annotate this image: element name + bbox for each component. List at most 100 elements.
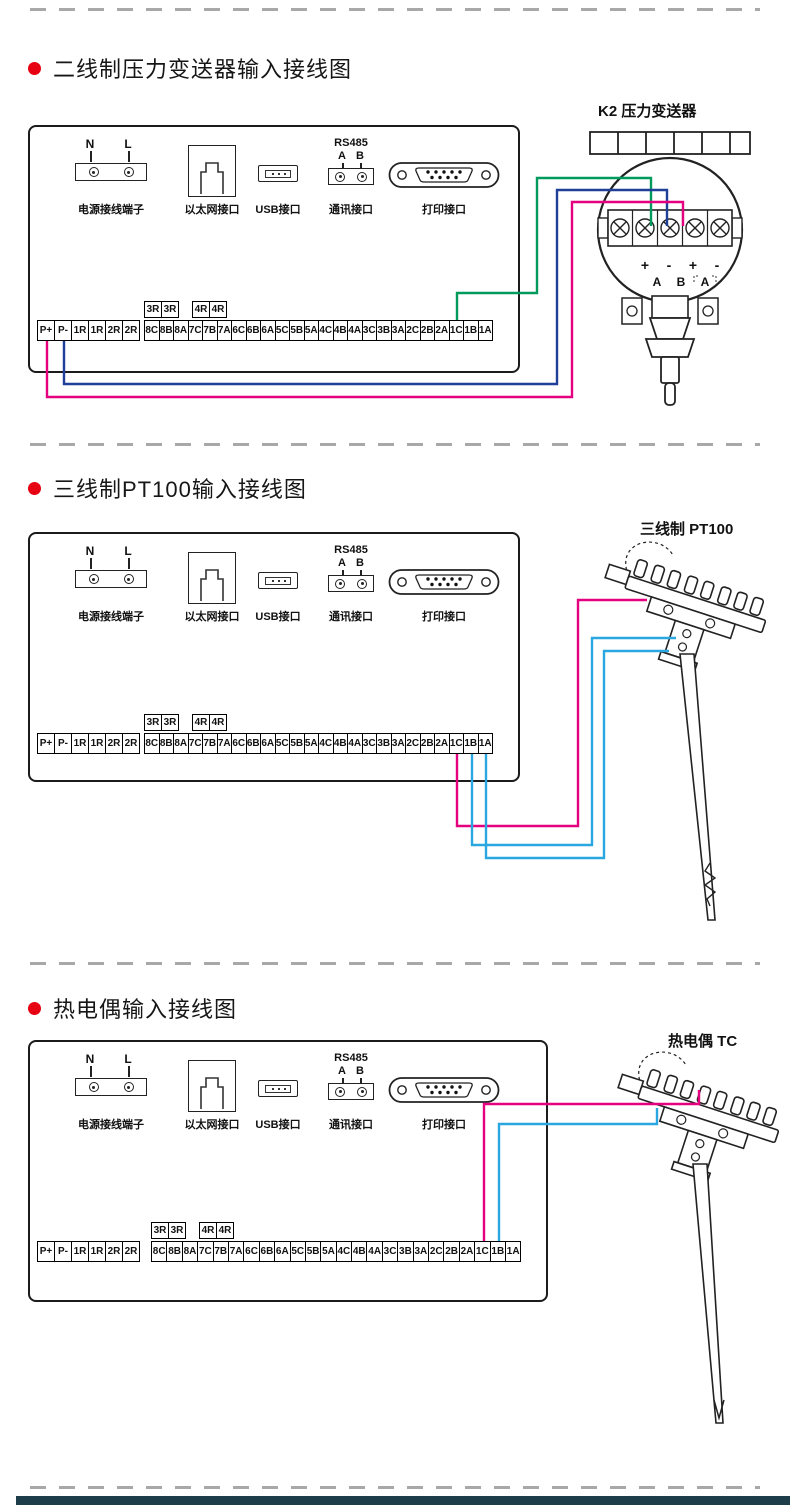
terminal-cell: 5A <box>303 320 319 341</box>
terminal-cell: 7B <box>202 320 218 341</box>
device-label-1: K2 压力变送器 <box>598 103 697 120</box>
printer-port: 打印接口 <box>386 1052 502 1132</box>
ethernet-port: 以太网接口 <box>185 137 240 217</box>
usb-icon <box>265 576 291 585</box>
bullet-icon <box>28 61 41 75</box>
terminal-cell: 2R <box>105 320 123 341</box>
ethernet-port-label: 以太网接口 <box>184 204 240 216</box>
terminal-cell: 3R <box>144 301 162 318</box>
terminal-sign: - <box>667 257 672 273</box>
screw-icon <box>357 578 367 589</box>
terminal-cell: 7B <box>212 1241 229 1262</box>
terminal-cell: 5B <box>289 733 305 754</box>
ethernet-jack <box>188 1060 236 1112</box>
screw-icon <box>123 1082 134 1092</box>
rs485-port-label: 通讯接口 <box>329 204 373 216</box>
printer-port: 打印接口 <box>386 137 502 217</box>
usb-port: USB接口 <box>255 1052 301 1132</box>
usb-jack <box>258 165 298 182</box>
terminal-cell: 1B <box>463 320 479 341</box>
spring-element <box>703 862 717 907</box>
terminal-cell: 4R <box>216 1222 234 1239</box>
terminal-cell: 2R <box>122 733 140 754</box>
terminal-cell: 3R <box>144 714 162 731</box>
terminal-cell: 2A <box>434 320 450 341</box>
rs485-port-label: 通讯接口 <box>329 611 373 623</box>
terminal-cell: P- <box>54 320 72 341</box>
screw-icon <box>88 574 99 584</box>
power-terminal-block <box>75 163 147 181</box>
terminal-cell: 5B <box>289 320 305 341</box>
terminal-cell: 4R <box>192 301 210 318</box>
power-l-label: L <box>122 544 134 569</box>
bullet-icon <box>28 481 41 495</box>
db9-connector-icon <box>388 162 500 188</box>
rs485-terminal-block <box>328 168 374 185</box>
recorder-rear-panel-3: N L 电源接线端子 以太网接口 USB接口 <box>28 1040 548 1302</box>
terminal-cell: 7C <box>187 320 203 341</box>
rs485-a-label: A <box>336 150 348 169</box>
terminal-cell: 2C <box>428 1241 445 1262</box>
terminal-cell: 1C <box>474 1241 491 1262</box>
terminal-cell: 4A <box>347 320 363 341</box>
terminal-cell: 7A <box>216 733 232 754</box>
terminal-cell: 7C <box>197 1241 214 1262</box>
ethernet-jack <box>188 552 236 604</box>
terminal-cell: 5A <box>320 1241 337 1262</box>
terminal-cell: 5C <box>274 320 290 341</box>
terminal-cell: 2B <box>443 1241 460 1262</box>
terminal-cell: 1R <box>88 733 106 754</box>
terminal-cell: 3B <box>397 1241 414 1262</box>
screw-icon <box>123 574 134 584</box>
screw-icon <box>335 578 345 589</box>
usb-icon <box>265 169 291 178</box>
terminal-cell: 1R <box>71 320 89 341</box>
terminal-cell: 3C <box>381 1241 399 1262</box>
terminal-cell: 1B <box>489 1241 506 1262</box>
printer-port-label: 打印接口 <box>422 611 466 623</box>
terminal-cell: 4R <box>209 714 227 731</box>
rj45-icon <box>200 162 224 194</box>
terminal-cell: 3C <box>361 733 377 754</box>
power-port: N L 电源接线端子 <box>75 1052 147 1132</box>
screw-icon <box>335 1086 345 1097</box>
terminal-cell: 1C <box>448 320 464 341</box>
dashed-divider-2 <box>30 962 760 965</box>
terminal-sign: - <box>715 257 720 273</box>
terminal-cell: 1A <box>477 320 493 341</box>
terminal-cell: 3A <box>390 733 406 754</box>
terminal-cell: 7B <box>202 733 218 754</box>
terminal-sign: + <box>641 257 649 273</box>
usb-port: USB接口 <box>255 544 301 624</box>
ethernet-port: 以太网接口 <box>185 544 240 624</box>
usb-port-label: USB接口 <box>255 1119 301 1131</box>
terminal-cell: 3R <box>161 714 179 731</box>
terminal-cell: 2R <box>105 1241 123 1262</box>
terminal-cell: 2C <box>405 320 421 341</box>
printer-port-label: 打印接口 <box>422 1119 466 1131</box>
usb-port-label: USB接口 <box>255 611 301 623</box>
db9-connector-icon <box>388 569 500 595</box>
section-title-text: 热电偶输入接线图 <box>53 997 238 1022</box>
rs485-title: RS485 <box>334 544 368 556</box>
device-label-3: 热电偶 TC <box>668 1033 738 1050</box>
terminal-cell: 2C <box>405 733 421 754</box>
terminal-cell: 5C <box>289 1241 306 1262</box>
terminal-cell: 1A <box>477 733 493 754</box>
rs485-b-label: B <box>354 557 366 576</box>
ethernet-jack <box>188 145 236 197</box>
device-label-2: 三线制 PT100 <box>640 521 734 538</box>
terminal-cell: P+ <box>37 1241 55 1262</box>
terminal-cell: 8B <box>158 733 174 754</box>
terminal-cell: 4A <box>366 1241 383 1262</box>
rs485-title: RS485 <box>334 1052 368 1064</box>
terminal-cell: 6A <box>274 1241 291 1262</box>
